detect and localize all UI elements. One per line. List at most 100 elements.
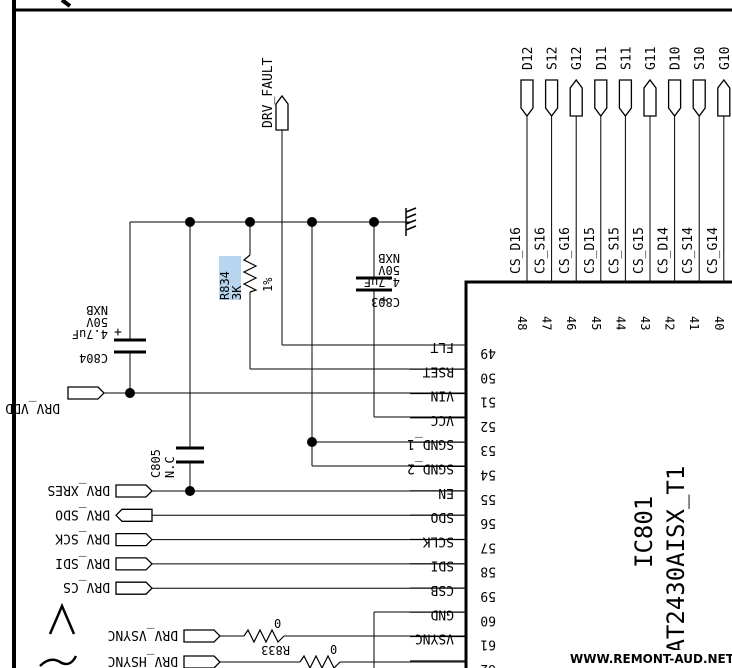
c804-value: 4.7uF [72,327,108,341]
ic-top-pin-name: CS_D14 [657,227,672,274]
ic-pin-53: SGND_1 53 [407,436,496,457]
c803-value: 4.7uF [364,275,400,289]
c804-volt: 50V [86,315,108,329]
ic-left-pin-name: CSB [430,582,454,597]
ic-top-pin-number: 45 [589,316,603,330]
ic-top-pin-name: CS_G15 [632,227,647,274]
drv-fault-label: DRV_FAULT [261,57,276,128]
top-net-g12[interactable]: G12 [569,47,585,282]
net-drv-cs[interactable]: DRV_CS [63,579,466,595]
ic-left-pin-name: GND [430,606,454,621]
ic-left-pin-name: RSET [423,363,454,378]
top-net-d10[interactable]: D10 [667,47,684,282]
resistor-value: 0 [330,643,337,657]
top-net-label: G11 [644,47,659,70]
ic-left-pin-number: 57 [480,539,496,554]
capacitor-c804[interactable]: + NXB 50V 4.7uF C804 [72,303,146,365]
ic-left-pin-number: 61 [480,637,496,652]
top-pin-group: D12 S12 G12 D11 S11 G11 D10 S10 G10 [520,47,732,282]
c804-ref: C804 [79,351,108,365]
ic-top-pin-number: 47 [540,316,554,330]
top-net-label: G12 [570,47,585,70]
net-drv-sck[interactable]: DRV_SCK [55,531,466,547]
ic-top-pin-number: 40 [712,316,726,330]
ic-pin-60: GND 60 [410,606,496,627]
net-drv-sdo[interactable]: DRV_SDO [55,506,466,522]
ic-top-pin-number: 44 [613,316,627,330]
ic-left-pin-number: 54 [480,467,496,482]
ic-left-pin-name: FLT [430,339,454,354]
r834-ref: R834 [218,271,232,300]
top-net-s11[interactable]: S11 [618,47,634,282]
ic-pin-54: SGND_2 54 [407,461,496,482]
top-net-label: G10 [718,47,732,70]
net-label: DRV_SCK [55,531,110,546]
ic-left-pin-number: 59 [480,588,496,603]
resistor-value: 0 [274,617,281,631]
top-net-g11[interactable]: G11 [643,47,659,282]
left-net-group: DRV_XRES DRV_SDO DRV_SCK DRV_SDI DRV_CS [47,482,466,595]
ic-left-pin-number: 56 [480,515,496,530]
top-net-g10[interactable]: G10 [717,47,732,282]
ic-top-pin-name: CS_S15 [607,227,622,274]
ic-left-pin-name: VSYNC [415,631,454,646]
ic-left-pin-name: SGND_1 [407,436,454,451]
ic-top-pin-name: CS_D16 [509,227,524,274]
capacitor-c805[interactable]: C805 N.C [149,446,204,478]
c803-volt: 50V [378,263,400,277]
ic-left-pin-number: 58 [480,564,496,579]
sheet-frame [12,0,732,668]
top-net-s10[interactable]: S10 [692,47,708,282]
ic-top-pin-number: 42 [663,316,677,330]
watermark: WWW.REMONT-AUD.NET [570,652,732,666]
ic-left-pin-name: SGND_2 [407,461,454,476]
ic-body: IC801 AAT2430AISX_T1 [464,280,732,668]
resistor-ref: R833 [261,643,290,657]
ic-left-pin-number: 51 [480,394,496,409]
net-label: DRV_VSYNC [108,627,178,642]
net-drv-sdi[interactable]: DRV_SDI [55,555,466,571]
ic-pin-59: CSB 59 [410,582,496,603]
top-net-d12[interactable]: D12 [520,47,536,282]
drv-fault-flag[interactable]: DRV_FAULT [261,57,466,346]
resistor-r834[interactable]: R834 3K 1% [218,254,275,300]
drv-vdd-label: DRV_VDD [5,400,60,415]
ic-ref: IC801 [630,496,658,568]
top-net-label: S11 [619,47,634,70]
top-net-label: D10 [669,47,684,70]
ic-top-pin-number: 46 [564,316,578,330]
ic-left-pin-number: 52 [480,418,496,433]
ic-left-pin-number: 62 [480,661,496,668]
top-net-d11[interactable]: D11 [594,47,610,282]
c805-value: N.C [163,456,177,478]
ic-left-pin-name: SCLK [423,533,454,548]
svg-text:+: + [380,293,388,308]
ic-pin-57: SCLK 57 [410,533,496,554]
ic-left-pin-number: 55 [480,491,496,506]
ic-top-pin-number: 43 [638,316,652,330]
ic-left-pin-number: 60 [480,612,496,627]
ic-pin-56: SDO 56 [410,509,496,530]
page-marks [39,602,78,667]
net-label: DRV_SDO [55,506,110,521]
ic-left-pin-number: 53 [480,442,496,457]
ic-left-pin-name: SDO [430,509,454,524]
capacitor-c803[interactable]: + NXB 50V 4.7uF C803 [356,251,400,309]
ic-pin-61: VSYNC 61 [410,631,496,652]
net-drv-xres[interactable]: DRV_XRES [47,482,466,498]
supply-rail [129,221,466,668]
top-net-s12[interactable]: S12 [544,47,561,282]
drv-vdd-flag[interactable]: DRV_VDD [5,386,466,415]
ic-left-pin-name: SDI [431,558,454,573]
ic-top-pin-number: 41 [687,316,701,330]
